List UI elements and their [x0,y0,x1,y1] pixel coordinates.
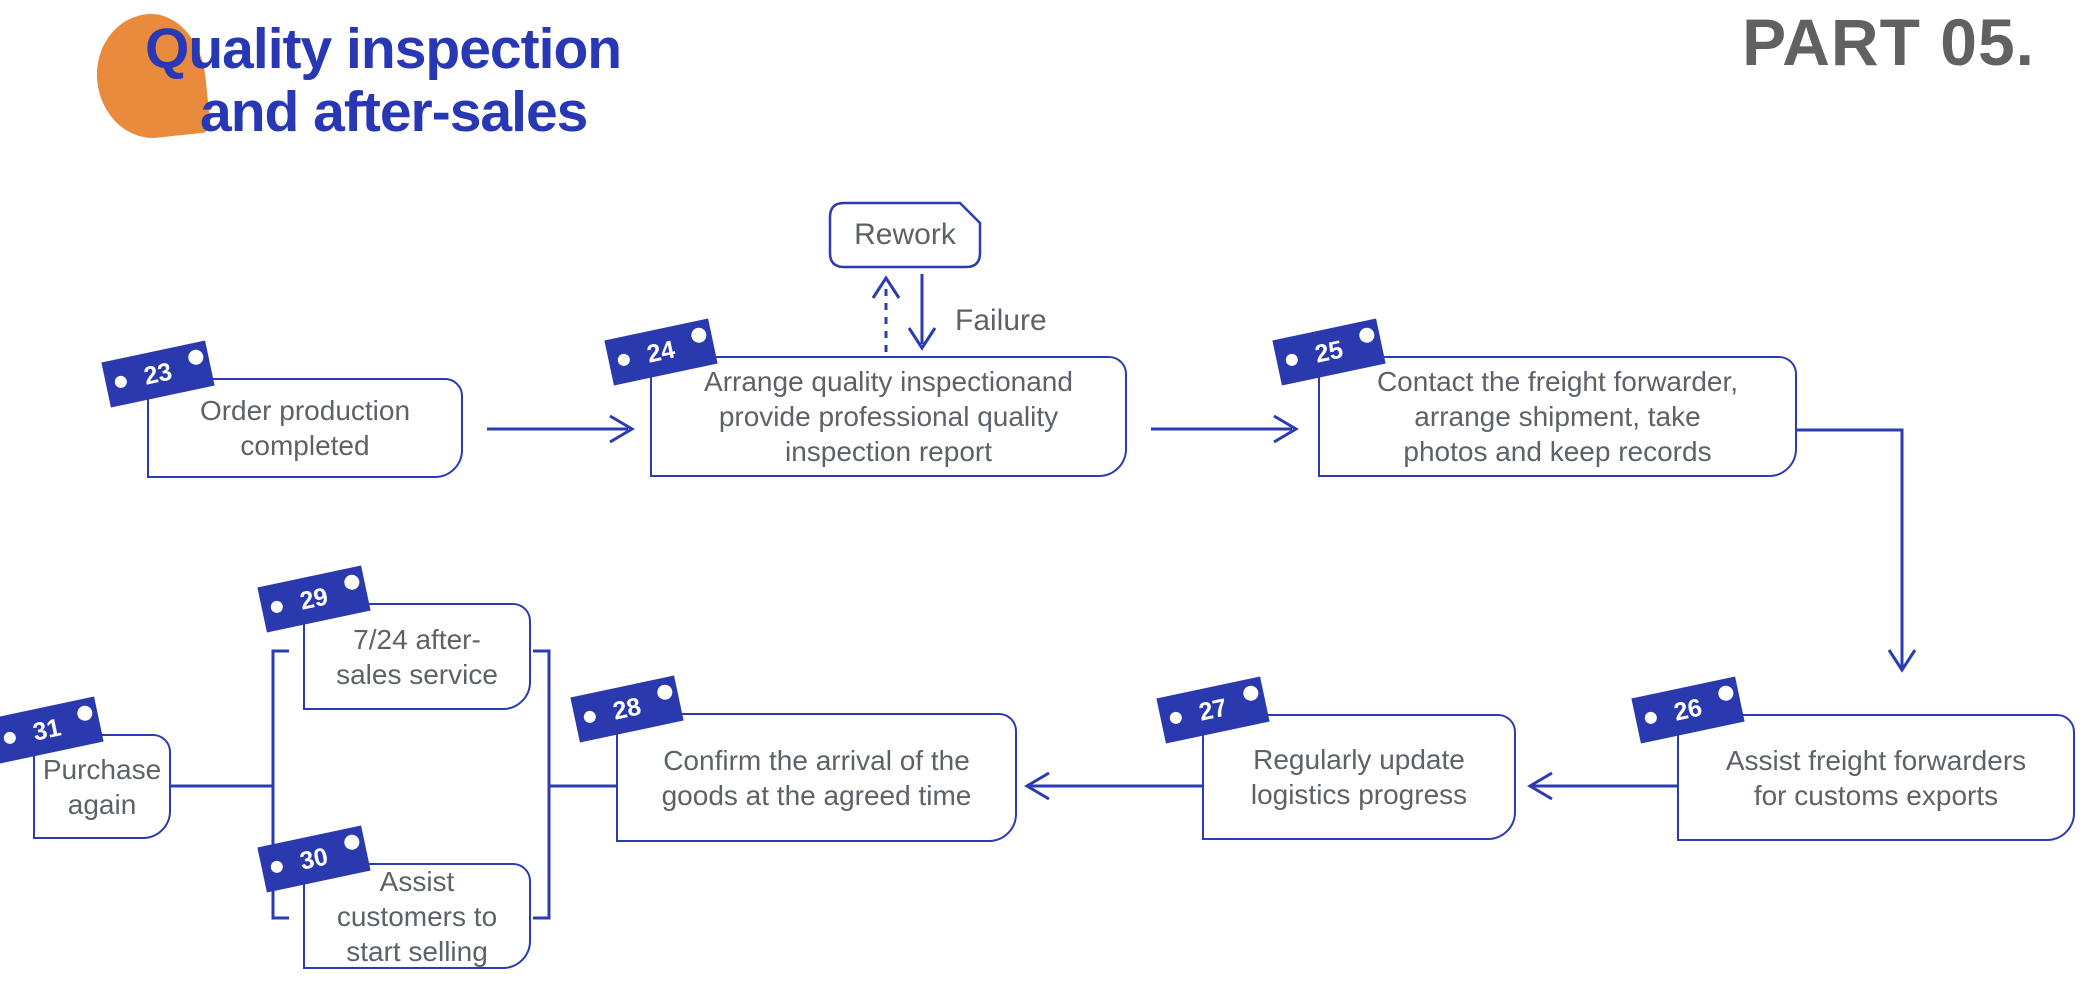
flow-step-29-box: 7/24 after- sales service [303,603,531,710]
badge-rivet-icon [1284,352,1299,368]
arrow-failure-up-head [871,275,901,299]
flow-step-23-box: Order production completed [147,378,463,478]
badge-rivet-icon [582,709,597,725]
badge-rivet-icon [616,352,631,368]
arrow-27-28 [1024,771,1202,801]
badge-rivet-icon [689,326,708,345]
slide-title-line1: Quality inspection [145,17,622,81]
badge-number: 25 [1312,334,1346,369]
badge-rivet-icon [655,683,674,702]
flow-step-26-box: Assist freight forwarders for customs ex… [1677,714,2075,841]
failure-label: Failure [955,304,1047,337]
arrow-failure-down-head [907,327,937,351]
arrow-26-27 [1527,771,1677,801]
flow-step-29-text: 7/24 after- sales service [336,623,498,690]
bracket-right [533,649,551,920]
badge-rivet-icon [1241,684,1260,703]
badge-number: 23 [141,356,175,391]
flow-step-25-text: Contact the freight forwarder, arrange s… [1376,366,1739,467]
badge-rivet-icon [113,374,128,390]
flow-step-28-text: Confirm the arrival of the goods at the … [661,744,972,811]
flow-step-24-text: Arrange quality inspectionand provide pr… [704,366,1073,467]
slide-title-line2: and after-sales [200,80,588,144]
flow-step-27-text: Regularly update logistics progress [1250,744,1468,810]
badge-rivet-icon [2,730,17,746]
arrow-25-26-elbow [1797,428,1917,673]
part-number-label: PART 05. [1742,5,2035,79]
flow-step-27-box: Regularly update logistics progress [1202,714,1516,840]
badge-rivet-icon [1357,326,1376,345]
flow-step-28-box: Confirm the arrival of the goods at the … [616,713,1017,842]
flow-step-25-box: Contact the freight forwarder, arrange s… [1318,356,1797,477]
rework-box-label: Rework [854,218,956,251]
badge-number: 26 [1671,692,1705,727]
arrow-24-25 [1151,414,1299,444]
badge-number: 24 [644,334,678,369]
flow-step-24-box: Arrange quality inspectionand provide pr… [650,356,1127,477]
badge-rivet-icon [1716,684,1735,703]
flow-step-30-box: Assist customers to start selling [303,863,531,969]
flow-step-23-text: Order production completed [199,395,411,461]
badge-rivet-icon [269,599,284,615]
badge-rivet-icon [269,859,284,875]
flow-step-26-text: Assist freight forwarders for customs ex… [1725,744,2027,811]
badge-rivet-icon [186,348,205,367]
badge-number: 29 [297,581,331,616]
flow-step-31-box: Purchase again [33,734,171,839]
badge-rivet-icon [1643,710,1658,726]
badge-number: 31 [30,712,64,747]
badge-number: 28 [610,691,644,726]
badge-rivet-icon [342,833,361,852]
badge-rivet-icon [75,704,94,723]
badge-rivet-icon [342,573,361,592]
flow-step-30-text: Assist customers to start selling [336,865,498,967]
badge-number: 27 [1196,692,1230,727]
badge-rivet-icon [1168,710,1183,726]
flow-step-31-text: Purchase again [42,753,162,820]
arrow-23-24 [487,414,635,444]
badge-number: 30 [297,841,331,876]
